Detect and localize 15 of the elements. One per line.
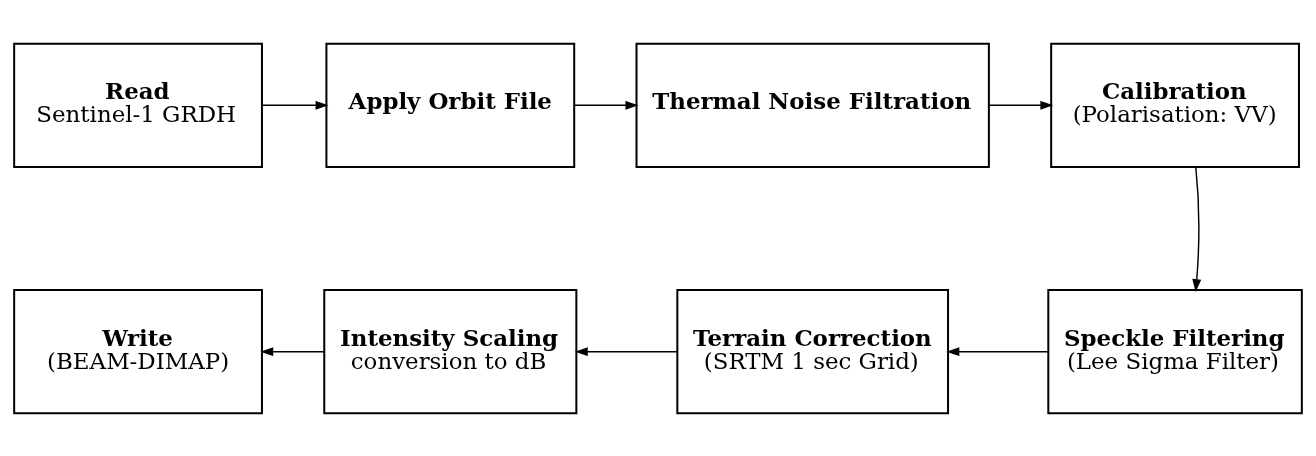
arrow: [946, 346, 1049, 356]
arrow: [261, 100, 329, 110]
arrow: [1192, 165, 1202, 292]
node-box: Calibration (Polarisation: VV): [1050, 42, 1300, 168]
node-box: Thermal Noise Filtration: [635, 42, 990, 168]
node-box: Apply Orbit File: [325, 42, 576, 168]
node-box: Speckle Filtering (Lee Sigma Filter): [1047, 288, 1303, 414]
arrow: [574, 346, 678, 356]
arrow: [574, 100, 639, 110]
node-box: Terrain Correction (SRTM 1 sec Grid): [676, 288, 950, 414]
arrow: [988, 100, 1054, 110]
node-box: Read Sentinel-1 GRDH: [13, 42, 263, 168]
node-box: Write (BEAM-DIMAP): [13, 288, 263, 414]
arrow: [260, 346, 325, 356]
node-box: Intensity Scaling conversion to dB: [323, 288, 578, 414]
